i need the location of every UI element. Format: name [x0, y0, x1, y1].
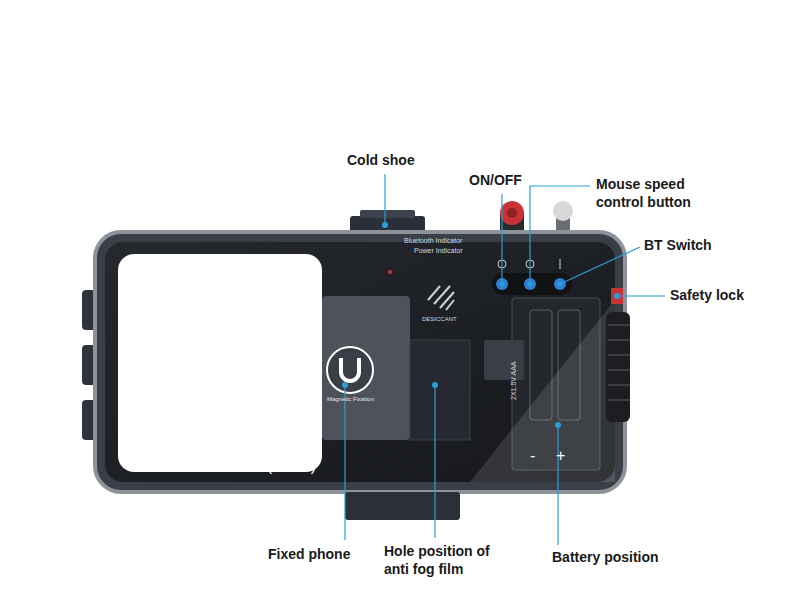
magnet-label: Magnetic Fixation: [327, 396, 374, 404]
callout-label: Cold shoe: [347, 152, 415, 170]
callout-label: Fixed phone: [268, 546, 350, 564]
size-label: 165X80X13MM (MAX): [140, 456, 317, 476]
callout-label: Hole position of anti fog film: [384, 543, 509, 578]
callout-label: Mouse speed control button: [596, 176, 721, 211]
polarity-sign: +: [556, 446, 565, 466]
indicator-label: Bluetooth Indicator: [404, 237, 462, 246]
desiccant-label: DESICCANT: [422, 316, 457, 324]
indicator-label: Power Indicator: [414, 247, 463, 256]
callout-label: Battery position: [552, 549, 659, 567]
callout-label: ON/OFF: [469, 172, 522, 190]
callout-label: Safety lock: [670, 287, 744, 305]
polarity-sign: -: [530, 446, 535, 466]
callout-label: BT Switch: [644, 237, 712, 255]
battery-spec: 2X1.5V AAA: [510, 361, 519, 400]
